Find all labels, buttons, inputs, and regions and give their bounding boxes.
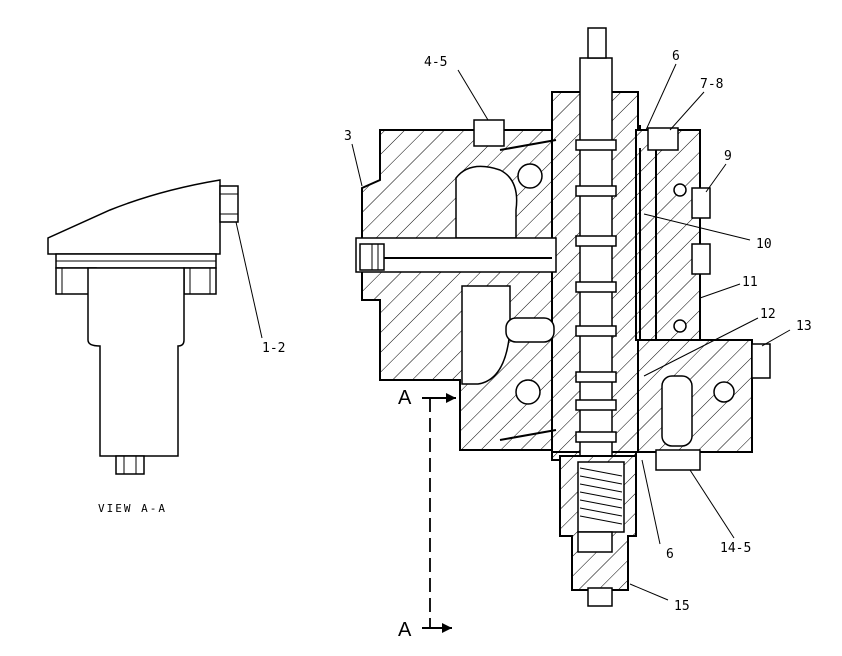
view-bolt-right xyxy=(183,267,217,295)
cap-7-8 xyxy=(647,127,679,151)
section-mark-bottom: A xyxy=(398,619,412,641)
port-2 xyxy=(515,379,541,405)
port-3 xyxy=(713,381,735,403)
section-line xyxy=(422,393,456,633)
view-side-bolt xyxy=(219,185,239,223)
port-5 xyxy=(673,319,687,333)
section-mark-top: A xyxy=(398,387,412,409)
nut-14-5 xyxy=(655,449,701,471)
callout-12: 12 xyxy=(760,307,776,322)
bolt-9 xyxy=(691,187,711,219)
port-4 xyxy=(673,183,687,197)
bottom-plug xyxy=(587,587,613,607)
callout-10: 10 xyxy=(756,237,772,252)
callout-7-8: 7-8 xyxy=(700,77,723,92)
passage xyxy=(505,317,555,343)
spring-seat xyxy=(577,531,613,553)
spring xyxy=(579,467,623,525)
relief-valve xyxy=(661,375,693,447)
callout-4-5: 4-5 xyxy=(424,55,447,70)
bolt-13 xyxy=(751,343,771,379)
bolt-9b xyxy=(691,243,711,275)
port-1 xyxy=(517,163,543,189)
cap-4-5 xyxy=(473,119,505,147)
cavity-upper xyxy=(455,165,518,239)
callout-6-bottom: 6 xyxy=(666,547,674,562)
callout-3: 3 xyxy=(344,129,352,144)
leader-lines xyxy=(235,63,791,601)
callout-13: 13 xyxy=(796,319,812,334)
callout-1-2: 1-2 xyxy=(262,341,285,356)
callout-11: 11 xyxy=(742,275,758,290)
view-caption: VIEW A-A xyxy=(98,502,167,515)
view-a-a xyxy=(47,179,239,475)
callout-6-top: 6 xyxy=(672,49,680,64)
spool xyxy=(579,57,613,459)
spool-lands xyxy=(575,139,617,443)
spool-stem xyxy=(587,27,607,59)
main-section xyxy=(355,27,771,607)
callout-14-5: 14-5 xyxy=(720,541,751,556)
end-plug xyxy=(355,237,557,273)
view-top-plate xyxy=(47,179,221,255)
view-housing xyxy=(87,267,185,457)
side-cover xyxy=(635,129,701,341)
callout-15: 15 xyxy=(674,599,690,614)
view-plug xyxy=(115,455,145,475)
callout-9: 9 xyxy=(724,149,732,164)
